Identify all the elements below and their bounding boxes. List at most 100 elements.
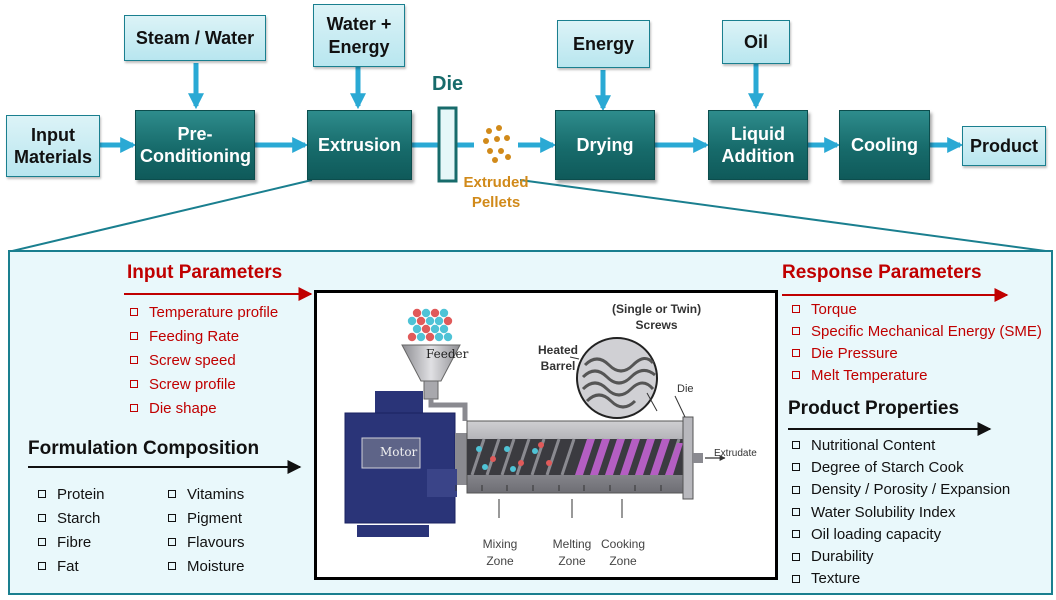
checkbox-bullet-icon [792,574,800,583]
cooking-zone-label: Cooking Zone [600,537,646,568]
screws-word-label: Screws [635,317,678,332]
checkbox-bullet-icon [792,463,800,472]
checkbox-bullet-icon [38,538,46,546]
product-label: Product [969,135,1038,156]
zoom-line-right [519,179,1046,250]
feeder-hopper [401,344,461,382]
screws-type-label: (Single or Twin) [612,302,702,316]
heated-label: Heated [538,343,579,357]
list-item: Die Pressure [792,342,1042,364]
extruded-pellets-label: Extruded Pellets [463,174,529,212]
energy-box: Energy [557,20,650,68]
list-item: Flavours [168,530,245,554]
checkbox-bullet-icon [130,332,138,340]
checkbox-bullet-icon [168,490,176,498]
heated-barrel-label: Heated Barrel [538,343,578,374]
list-item: Melt Temperature [792,364,1042,386]
melting-zone-label: Melting Zone [552,537,592,568]
list-item: Durability [792,545,1010,567]
checkbox-bullet-icon [168,562,176,570]
checkbox-bullet-icon [38,514,46,522]
input-parameters-list: Temperature profile Feeding Rate Screw s… [130,300,278,420]
list-item: Screw speed [130,348,278,372]
product-properties-title: Product Properties [788,398,960,419]
list-item: Water Solubility Index [792,501,1010,523]
list-item: Degree of Starch Cook [792,456,1010,478]
formulation-title: Formulation Composition [28,438,260,459]
checkbox-bullet-icon [792,305,800,313]
extrusion-label: Extrusion [317,134,401,155]
checkbox-bullet-icon [38,562,46,570]
checkbox-bullet-icon [130,404,138,412]
barrel-particles [476,442,552,472]
water-energy-box: Water + Energy [313,4,405,67]
list-item: Moisture [168,554,245,578]
melt-segments [575,439,683,475]
cooling-label: Cooling [851,134,918,155]
input-materials-label: Input Materials [13,124,93,168]
list-item: Fat [38,554,105,578]
feed-particles-icon [407,308,453,342]
preconditioning-label: Pre-Conditioning [140,123,251,167]
list-item: Temperature profile [130,300,278,324]
input-parameters-title: Input Parameters [127,262,283,283]
die-plate [682,416,694,500]
extruder-drawing [344,308,726,537]
checkbox-bullet-icon [130,308,138,316]
list-item: Screw profile [130,372,278,396]
list-item: Nutritional Content [792,434,1010,456]
checkbox-bullet-icon [792,349,800,357]
response-parameters-list: Torque Specific Mechanical Energy (SME) … [792,298,1042,386]
list-item: Texture [792,568,1010,590]
steam-water-label: Steam / Water [135,27,255,48]
liquid-addition-label: Liquid Addition [721,123,795,167]
checkbox-bullet-icon [130,380,138,388]
checkbox-bullet-icon [792,508,800,517]
checkbox-bullet-icon [38,490,46,498]
pellets-icon [483,125,511,163]
checkbox-bullet-icon [792,552,800,561]
list-item: Fibre [38,530,105,554]
formulation-list-col1: Protein Starch Fibre Fat [38,482,105,578]
response-parameters-title: Response Parameters [782,262,982,283]
extrudate-label: Extrudate [714,448,757,459]
screws-label: (Single or Twin) Screws [612,302,701,333]
extruder-die-label: Die [677,383,694,395]
die-shape [437,106,458,183]
checkbox-bullet-icon [168,514,176,522]
list-item: Starch [38,506,105,530]
list-item: Specific Mechanical Energy (SME) [792,320,1042,342]
die-label: Die [432,73,464,95]
checkbox-bullet-icon [168,538,176,546]
motor-label: Motor [380,445,418,459]
barrel-label: Barrel [540,358,576,373]
mixing-zone-label: Mixing Zone [482,537,518,568]
list-item: Oil loading capacity [792,523,1010,545]
list-item: Density / Porosity / Expansion [792,479,1010,501]
preconditioning-box: Pre-Conditioning [135,110,255,180]
steam-water-box: Steam / Water [124,15,266,61]
zoom-line-left [12,179,313,250]
checkbox-bullet-icon [792,327,800,335]
liquid-addition-box: Liquid Addition [708,110,808,180]
list-item: Pigment [168,506,245,530]
energy-label: Energy [572,33,635,54]
flow-arrows [12,63,1046,250]
cooling-box: Cooling [839,110,930,180]
list-item: Feeding Rate [130,324,278,348]
feeder-label: Feeder [426,347,469,361]
product-box: Product [962,126,1046,166]
extrusion-box: Extrusion [307,110,412,180]
zone-markers [455,485,662,518]
oil-box: Oil [722,20,790,64]
checkbox-bullet-icon [792,530,800,539]
water-energy-label: Water + Energy [326,14,392,57]
list-item: Die shape [130,396,278,420]
checkbox-bullet-icon [130,356,138,364]
checkbox-bullet-icon [792,371,800,379]
list-item: Protein [38,482,105,506]
list-item: Vitamins [168,482,245,506]
checkbox-bullet-icon [792,485,800,494]
list-item: Torque [792,298,1042,320]
